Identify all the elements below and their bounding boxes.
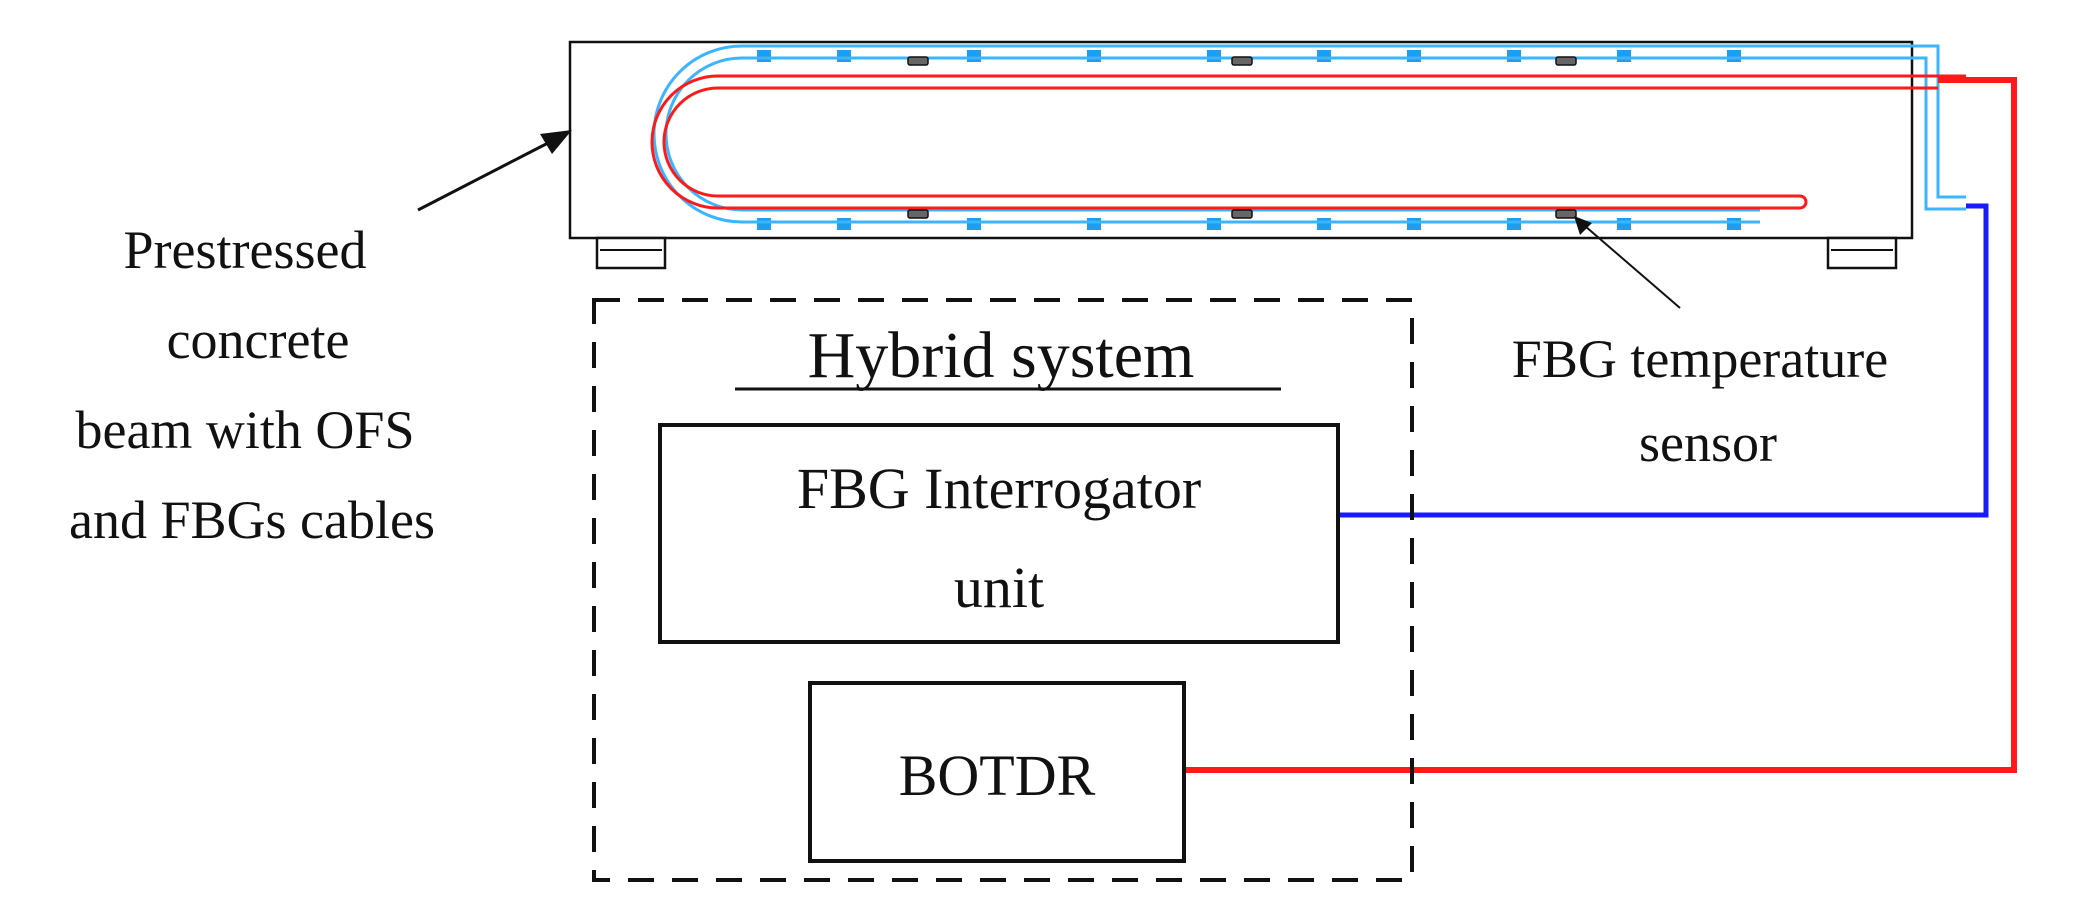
beam-label-arrow: [417, 130, 572, 212]
botdr-box: [808, 681, 1186, 863]
fbg-connection-line: [1340, 203, 1989, 518]
botdr-label: BOTDR: [899, 743, 1096, 808]
sensor-label-arrow: [1574, 216, 1681, 309]
interrogator-label-line1: FBG Interrogator: [797, 456, 1201, 521]
fbg-interrogator-box: [658, 423, 1340, 644]
fbg-sensors: [907, 56, 1577, 219]
beam-label-line4: and FBGs cables: [69, 490, 435, 550]
sensor-label-line1: FBG temperature: [1512, 329, 1888, 389]
botdr-connection-line: [1180, 77, 2017, 773]
fbg-temperature-sensor-mark: [1555, 209, 1577, 219]
beam-label: Prestressed concrete beam with OFS and F…: [69, 220, 435, 550]
beam-label-line1: Prestressed: [124, 220, 367, 280]
interrogator-label-line2: unit: [954, 555, 1044, 620]
beam-label-line2: concrete: [167, 310, 350, 370]
beam-label-line3: beam with OFS: [75, 400, 414, 460]
hybrid-system-frame: [592, 298, 1414, 882]
hybrid-system-title: Hybrid system: [808, 319, 1195, 392]
beam-support-left: [595, 236, 667, 270]
ofs-cable: [650, 74, 1966, 210]
beam-support-right: [1826, 236, 1898, 270]
sensor-label-line2: sensor: [1639, 413, 1777, 473]
